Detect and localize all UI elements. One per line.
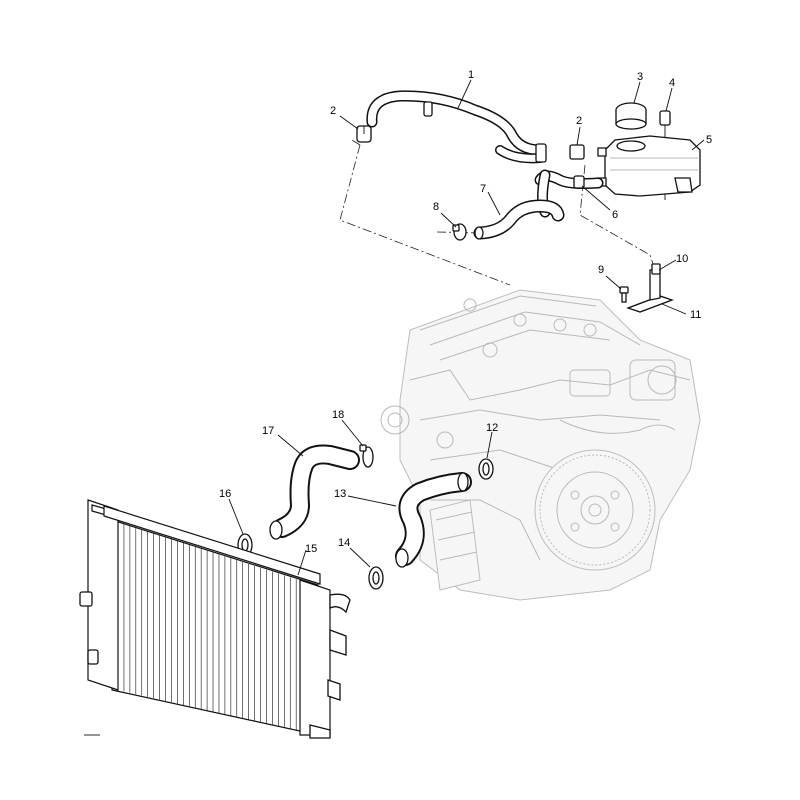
fitting-18 xyxy=(359,444,374,468)
callout-18: 18 xyxy=(332,409,344,421)
callout-17: 17 xyxy=(262,425,274,437)
leader-lines xyxy=(228,79,705,576)
hose-1 xyxy=(366,90,547,164)
clamp-2-right xyxy=(569,144,585,160)
bolt-9 xyxy=(619,286,629,303)
reservoir-cap-3 xyxy=(615,102,647,130)
callout-3: 3 xyxy=(637,71,643,83)
radiator-15 xyxy=(79,499,351,739)
callout-12: 12 xyxy=(486,422,498,434)
callout-11: 11 xyxy=(690,309,701,321)
bracket-11 xyxy=(626,269,674,313)
fastener-10 xyxy=(651,263,661,275)
callout-10: 10 xyxy=(676,253,688,265)
callout-1: 1 xyxy=(468,69,474,81)
callout-4: 4 xyxy=(669,77,675,89)
hose-13 xyxy=(395,472,472,568)
hose-7 xyxy=(473,199,565,240)
callout-7: 7 xyxy=(480,183,486,195)
hose-17 xyxy=(269,444,360,540)
clamp-12 xyxy=(478,458,494,480)
callout-5: 5 xyxy=(706,134,712,146)
callout-15: 15 xyxy=(305,543,317,555)
callout-16: 16 xyxy=(219,488,231,500)
callout-9: 9 xyxy=(598,264,604,276)
callout-6: 6 xyxy=(612,209,618,221)
callout-14: 14 xyxy=(338,537,350,549)
clamp-8 xyxy=(452,223,467,241)
callout-13: 13 xyxy=(334,488,346,500)
clamp-2-left xyxy=(356,125,372,143)
callout-2-left: 2 xyxy=(330,105,336,117)
clamp-14 xyxy=(368,566,384,590)
callout-2-right: 2 xyxy=(576,115,582,127)
coolant-reservoir-5 xyxy=(597,135,701,197)
callout-8: 8 xyxy=(433,201,439,213)
callout-labels: 1 2 2 3 4 5 6 7 8 9 10 11 12 13 14 15 16… xyxy=(219,69,712,555)
engine-assembly xyxy=(380,289,701,601)
